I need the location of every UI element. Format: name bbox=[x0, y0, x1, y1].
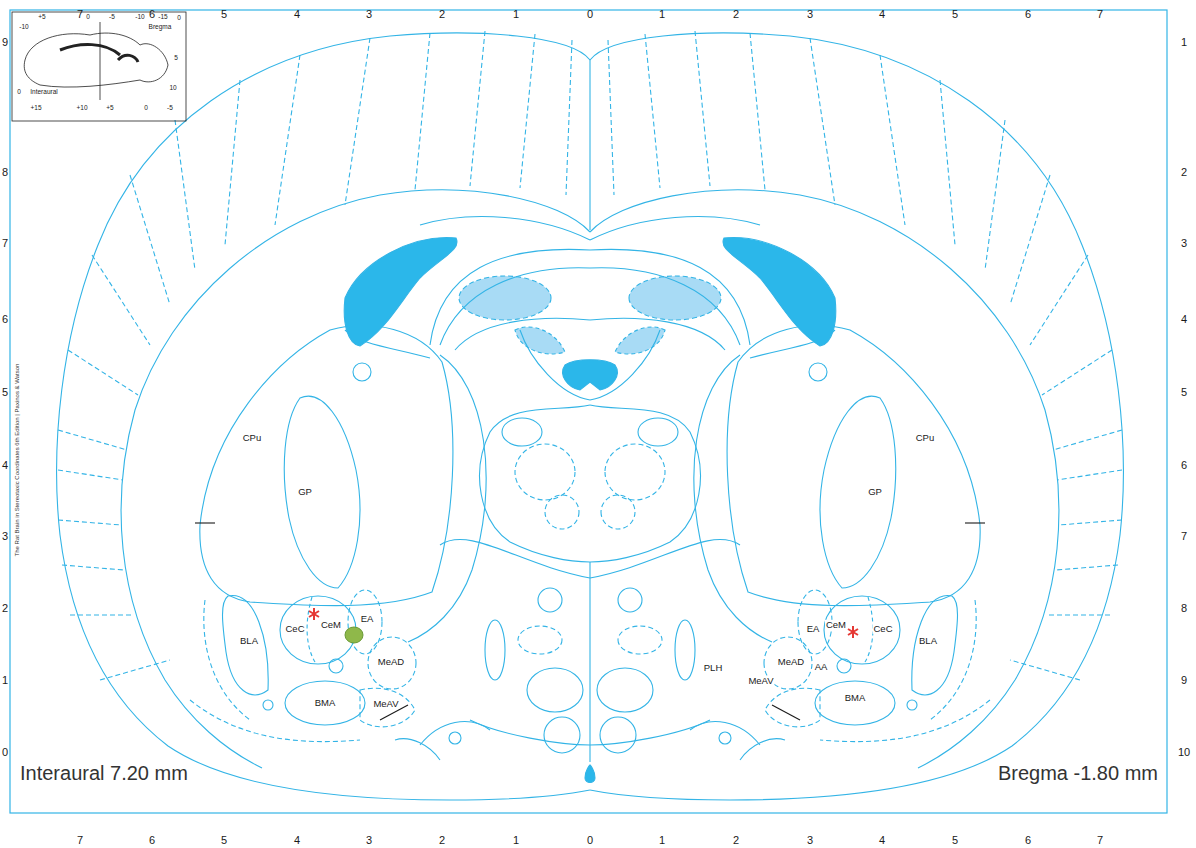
axis-number: 6 bbox=[1025, 834, 1031, 846]
axis-number: 3 bbox=[807, 8, 813, 20]
region-label: CeC bbox=[872, 624, 893, 634]
axis-number: 2 bbox=[733, 834, 739, 846]
region-label: BMA bbox=[314, 698, 337, 708]
inset-label: -5 bbox=[109, 13, 115, 20]
axis-number: 5 bbox=[1181, 386, 1187, 398]
axis-number: 7 bbox=[1097, 834, 1103, 846]
inset-label: +15 bbox=[30, 104, 41, 111]
plane-label: Bregma -1.80 mm bbox=[998, 762, 1158, 784]
inset-label: -10 bbox=[19, 23, 28, 30]
region-label: CPu bbox=[915, 433, 935, 443]
region-label: MeAV bbox=[372, 699, 399, 709]
region-label: BLA bbox=[918, 636, 938, 646]
axis-number: 5 bbox=[221, 834, 227, 846]
axis-number: 8 bbox=[2, 166, 8, 178]
asterisk-marker bbox=[309, 608, 858, 638]
axis-number: 3 bbox=[366, 8, 372, 20]
axis-number: 8 bbox=[1181, 602, 1187, 614]
region-label: GP bbox=[297, 487, 313, 497]
inset-label: +10 bbox=[76, 104, 87, 111]
region-label: CeM bbox=[825, 620, 847, 630]
axis-number: 9 bbox=[2, 36, 8, 48]
axis-number: 7 bbox=[77, 834, 83, 846]
inset-label: -10 bbox=[135, 13, 144, 20]
axis-number: 1 bbox=[659, 8, 665, 20]
inset-label: 0 bbox=[17, 88, 21, 95]
axis-number: 2 bbox=[1181, 166, 1187, 178]
axis-number: 6 bbox=[149, 8, 155, 20]
inset-label: Interaural bbox=[30, 88, 57, 95]
axis-number: 1 bbox=[659, 834, 665, 846]
axis-number: 1 bbox=[513, 834, 519, 846]
axis-number: 2 bbox=[439, 8, 445, 20]
region-label: EA bbox=[360, 614, 375, 624]
inset-label: 5 bbox=[174, 54, 178, 61]
axis-number: 5 bbox=[2, 386, 8, 398]
axis-number: 4 bbox=[2, 459, 8, 471]
region-label: PLH bbox=[703, 663, 723, 673]
region-label: CeC bbox=[284, 624, 305, 634]
axis-number: 6 bbox=[1181, 459, 1187, 471]
axis-number: 2 bbox=[439, 834, 445, 846]
inset-label: 0 bbox=[86, 13, 90, 20]
axis-number: 4 bbox=[294, 834, 300, 846]
axis-number: 1 bbox=[513, 8, 519, 20]
axis-number: 7 bbox=[1097, 8, 1103, 20]
axis-number: 3 bbox=[807, 834, 813, 846]
axis-number: 5 bbox=[952, 834, 958, 846]
axis-number: 6 bbox=[2, 313, 8, 325]
plane-label: Interaural 7.20 mm bbox=[20, 762, 188, 784]
axis-number: 4 bbox=[1181, 313, 1187, 325]
axis-number: 4 bbox=[879, 8, 885, 20]
axis-number: 7 bbox=[77, 8, 83, 20]
region-label: MeAD bbox=[377, 657, 405, 667]
axis-number: 3 bbox=[2, 530, 8, 542]
axis-number: 6 bbox=[149, 834, 155, 846]
axis-number: 6 bbox=[1025, 8, 1031, 20]
region-label: BMA bbox=[844, 693, 867, 703]
region-label: CPu bbox=[242, 433, 262, 443]
inset-label: +5 bbox=[106, 104, 113, 111]
region-label: BLA bbox=[239, 636, 259, 646]
axis-number: 10 bbox=[1178, 746, 1190, 758]
axis-number: 4 bbox=[294, 8, 300, 20]
region-label: MeAV bbox=[747, 676, 774, 686]
inset-label: -5 bbox=[167, 104, 173, 111]
inset-label: 10 bbox=[169, 84, 176, 91]
axis-number: 0 bbox=[587, 8, 593, 20]
credit-text: The Rat Brain in Stereotaxic Coordinates… bbox=[14, 364, 21, 557]
axis-number: 4 bbox=[879, 834, 885, 846]
axis-number: 7 bbox=[2, 237, 8, 249]
region-label: MeAD bbox=[777, 657, 805, 667]
axis-number: 2 bbox=[733, 8, 739, 20]
axis-number: 5 bbox=[221, 8, 227, 20]
inset-label: 0 bbox=[144, 104, 148, 111]
axis-number: 1 bbox=[1181, 36, 1187, 48]
inset-label: -15 bbox=[158, 13, 167, 20]
axis-number: 3 bbox=[366, 834, 372, 846]
region-label: EA bbox=[806, 624, 821, 634]
axis-number: 0 bbox=[2, 746, 8, 758]
region-label: CeM bbox=[320, 620, 342, 630]
region-label: AA bbox=[814, 662, 829, 672]
inset-label: 0 bbox=[177, 14, 181, 21]
inset-label: +5 bbox=[38, 13, 45, 20]
axis-number: 7 bbox=[1181, 530, 1187, 542]
axis-number: 2 bbox=[2, 602, 8, 614]
axis-number: 9 bbox=[1181, 674, 1187, 686]
axis-number: 0 bbox=[587, 834, 593, 846]
axis-number: 5 bbox=[952, 8, 958, 20]
axis-number: 3 bbox=[1181, 237, 1187, 249]
region-label: GP bbox=[867, 487, 883, 497]
axis-number: 1 bbox=[2, 674, 8, 686]
inset-label: Bregma bbox=[149, 23, 172, 30]
